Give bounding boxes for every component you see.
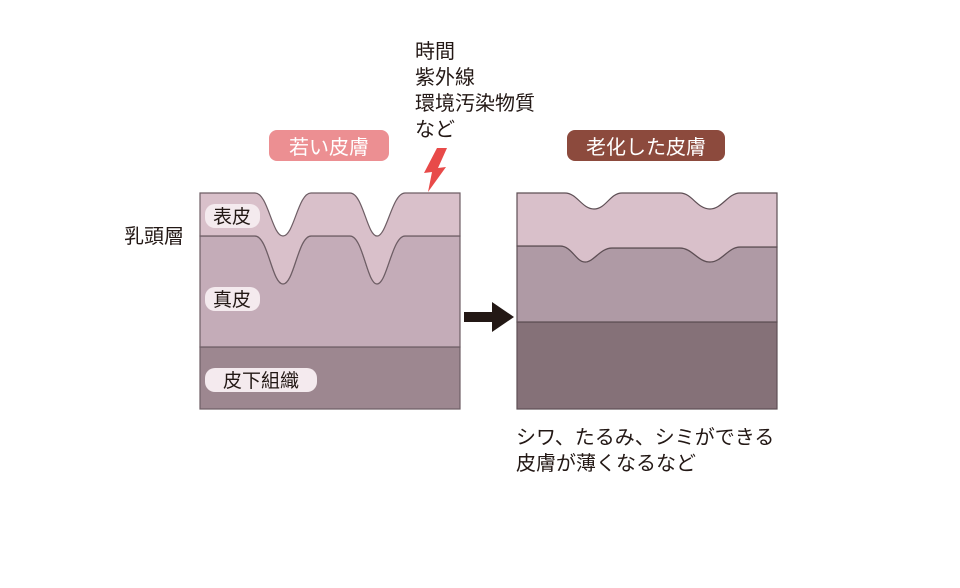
aged-skin-title: 老化した皮膚 [567, 130, 725, 161]
epidermis-label-bg [205, 204, 260, 228]
aged-subcutaneous-layer [516, 321, 778, 410]
young-skin-title: 若い皮膚 [269, 130, 389, 161]
cause-etc: など [415, 117, 455, 141]
young-skin-title-text: 若い皮膚 [289, 135, 369, 159]
young-epidermis-layer [199, 192, 461, 285]
subcutaneous-label-bg [205, 368, 317, 392]
epidermis-label: 表皮 [213, 206, 251, 228]
aged-dermis-layer [516, 245, 778, 323]
aged-epidermis-layer [516, 192, 778, 263]
young-skin-pill [269, 130, 389, 161]
subcutaneous-label: 皮下組織 [223, 370, 299, 392]
papillary-layer-label: 乳頭層 [124, 224, 184, 248]
cause-pollutants: 環境汚染物質 [415, 91, 535, 115]
aged-skin-section [516, 192, 778, 410]
result-text: シワ、たるみ、シミができる 皮膚が薄くなるなど [516, 425, 774, 475]
dermis-label: 真皮 [213, 289, 251, 311]
cause-list: 時間 紫外線 環境汚染物質 など [415, 39, 535, 141]
aged-skin-pill [567, 130, 725, 161]
young-skin-section: 表皮 真皮 皮下組織 [199, 192, 461, 410]
aged-skin-title-text: 老化した皮膚 [586, 135, 706, 159]
dermis-label-bg [205, 287, 260, 311]
arrow-right-icon [464, 302, 514, 332]
lightning-icon [424, 148, 447, 192]
result-line-2: 皮膚が薄くなるなど [516, 451, 696, 475]
result-line-1: シワ、たるみ、シミができる [516, 425, 774, 449]
cause-time: 時間 [415, 39, 455, 63]
cause-uv: 紫外線 [415, 65, 475, 89]
